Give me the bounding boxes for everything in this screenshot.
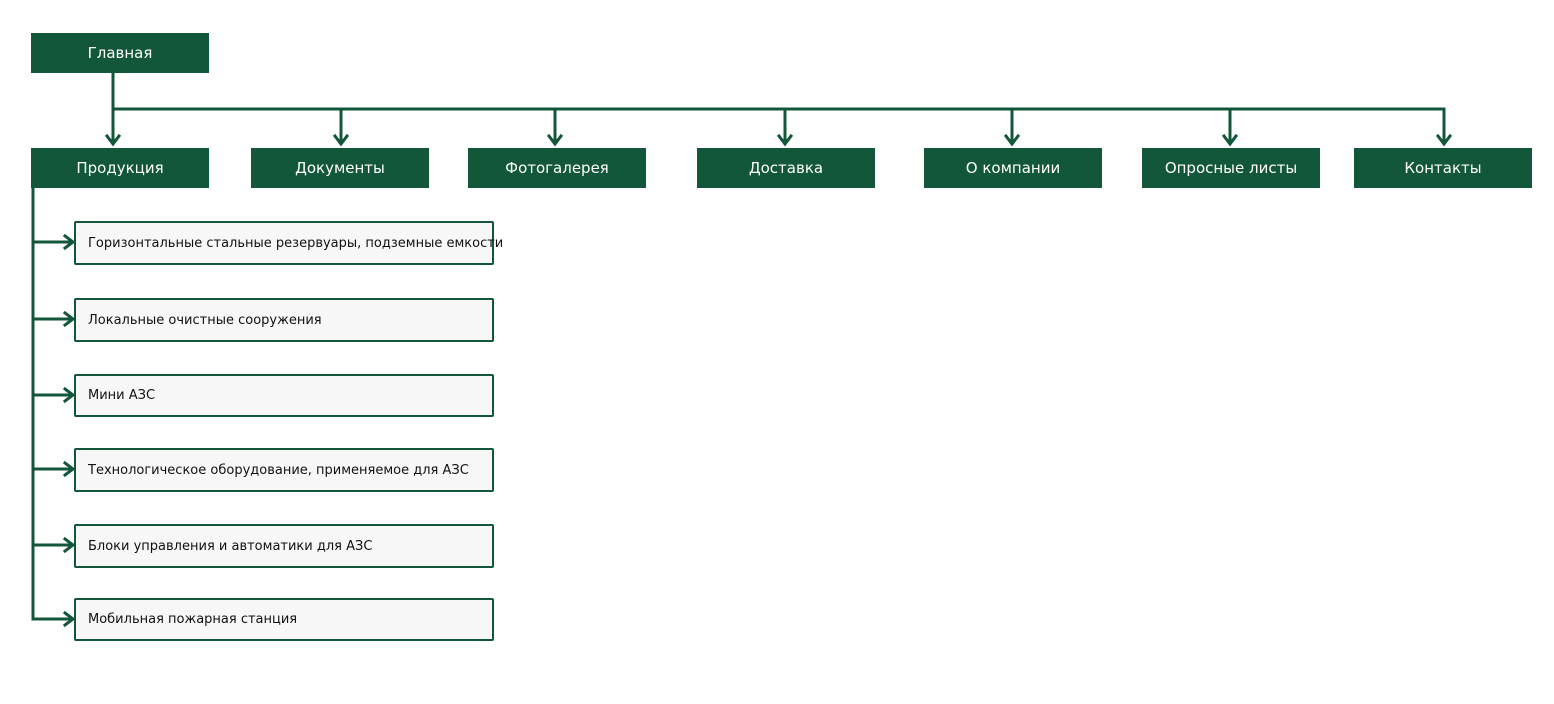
node-about[interactable]: О компании	[924, 148, 1102, 188]
arrow-down-icon	[1435, 133, 1453, 147]
arrow-right-icon	[62, 233, 76, 251]
node-delivery[interactable]: Доставка	[697, 148, 875, 188]
node-products[interactable]: Продукция	[31, 148, 209, 188]
product-item-tanks[interactable]: Горизонтальные стальные резервуары, подз…	[74, 221, 503, 265]
product-item-mini-station[interactable]: Мини АЗС	[74, 374, 494, 417]
product-item-control-units[interactable]: Блоки управления и автоматики для АЗС	[74, 524, 494, 568]
arrow-down-icon	[776, 133, 794, 147]
node-gallery[interactable]: Фотогалерея	[468, 148, 646, 188]
node-contacts[interactable]: Контакты	[1354, 148, 1532, 188]
arrow-right-icon	[62, 460, 76, 478]
arrow-down-icon	[104, 133, 122, 147]
node-root[interactable]: Главная	[31, 33, 209, 73]
arrow-right-icon	[62, 386, 76, 404]
arrow-down-icon	[1221, 133, 1239, 147]
arrow-down-icon	[332, 133, 350, 147]
arrow-down-icon	[546, 133, 564, 147]
product-item-equipment[interactable]: Технологическое оборудование, применяемо…	[74, 448, 494, 492]
node-forms[interactable]: Опросные листы	[1142, 148, 1320, 188]
product-item-treatment[interactable]: Локальные очистные сооружения	[74, 298, 494, 342]
arrow-down-icon	[1003, 133, 1021, 147]
arrow-right-icon	[62, 610, 76, 628]
node-documents[interactable]: Документы	[251, 148, 429, 188]
arrow-right-icon	[62, 536, 76, 554]
arrow-right-icon	[62, 310, 76, 328]
product-item-fire-station[interactable]: Мобильная пожарная станция	[74, 598, 494, 641]
